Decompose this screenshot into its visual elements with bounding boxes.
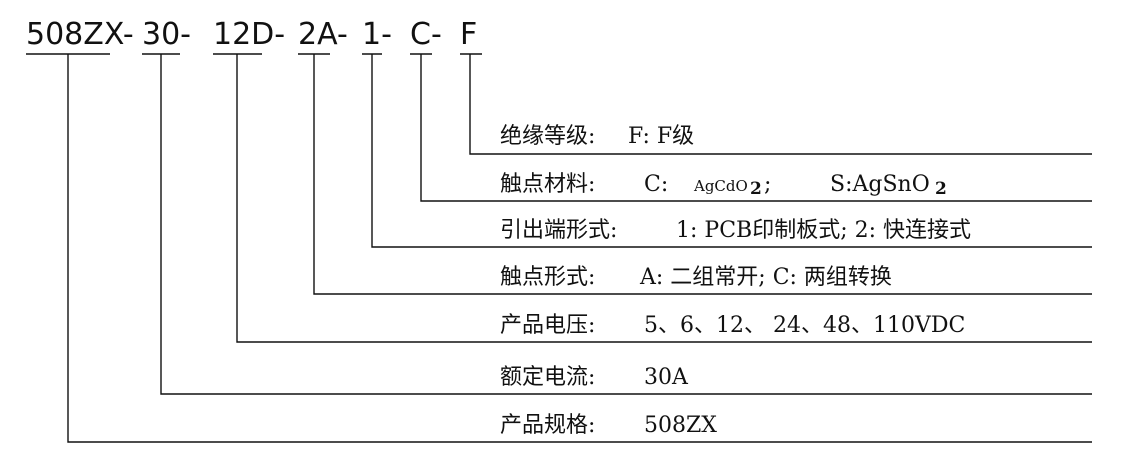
connector-insulation (469, 54, 1092, 155)
row-label: 额定电流: (500, 365, 595, 390)
material-agsno-subscript: 2 (935, 179, 947, 199)
row-label: 触点形式: (500, 265, 595, 290)
row-value: 30A (644, 365, 689, 390)
row-product-spec: 产品规格: 508ZX (500, 413, 717, 438)
row-insulation-class: 绝缘等级: F: F级 (500, 124, 694, 149)
connector-series (67, 54, 1092, 443)
row-product-voltage: 产品电压: 5、6、12、 24、48、110VDC (500, 313, 965, 338)
code-segment-terminal: 1- (362, 17, 392, 52)
material-option-s: S:AgSnO (830, 172, 930, 197)
row-contact-material: 触点材料: C: AgCdO 2 ; S:AgSnO 2 (500, 172, 947, 199)
row-label: 绝缘等级: (500, 124, 595, 149)
connector-material (420, 54, 1092, 202)
connector-voltage (236, 54, 1092, 343)
row-value: 1: PCB印制板式; 2: 快连接式 (676, 218, 971, 243)
model-code: 508ZX- 30- 12D- 2A- 1- C- F (26, 17, 477, 52)
row-value: A: 二组常开; C: 两组转换 (639, 265, 892, 290)
row-terminal-form: 引出端形式: 1: PCB印制板式; 2: 快连接式 (500, 218, 971, 243)
code-segment-voltage: 12D- (213, 17, 285, 52)
material-agcdo-text: AgCdO (693, 177, 748, 195)
connector-contact-form (313, 54, 1092, 295)
row-label: 产品电压: (500, 313, 595, 338)
code-segment-material: C- (410, 17, 442, 52)
connector-terminal (371, 54, 1092, 248)
row-contact-form: 触点形式: A: 二组常开; C: 两组转换 (500, 265, 892, 290)
code-segment-current: 30- (142, 17, 191, 52)
row-value: 508ZX (644, 413, 717, 438)
code-segment-contact-form: 2A- (298, 17, 348, 52)
row-rated-current: 额定电流: 30A (500, 365, 689, 390)
connector-current (160, 54, 1092, 395)
connector-lines (67, 54, 1092, 443)
material-option-c: C: (644, 172, 668, 197)
material-separator: ; (764, 172, 771, 197)
row-value: F: F级 (628, 124, 694, 149)
row-label: 触点材料: (500, 172, 595, 197)
row-value: 5、6、12、 24、48、110VDC (644, 313, 965, 338)
code-segment-insulation: F (460, 17, 477, 52)
row-label: 引出端形式: (500, 218, 617, 243)
code-segment-series: 508ZX- (26, 17, 134, 52)
row-label: 产品规格: (500, 413, 595, 438)
material-agcdo-subscript: 2 (750, 179, 762, 199)
description-rows: 绝缘等级: F: F级 触点材料: C: AgCdO 2 ; S:AgSnO 2… (500, 124, 971, 438)
